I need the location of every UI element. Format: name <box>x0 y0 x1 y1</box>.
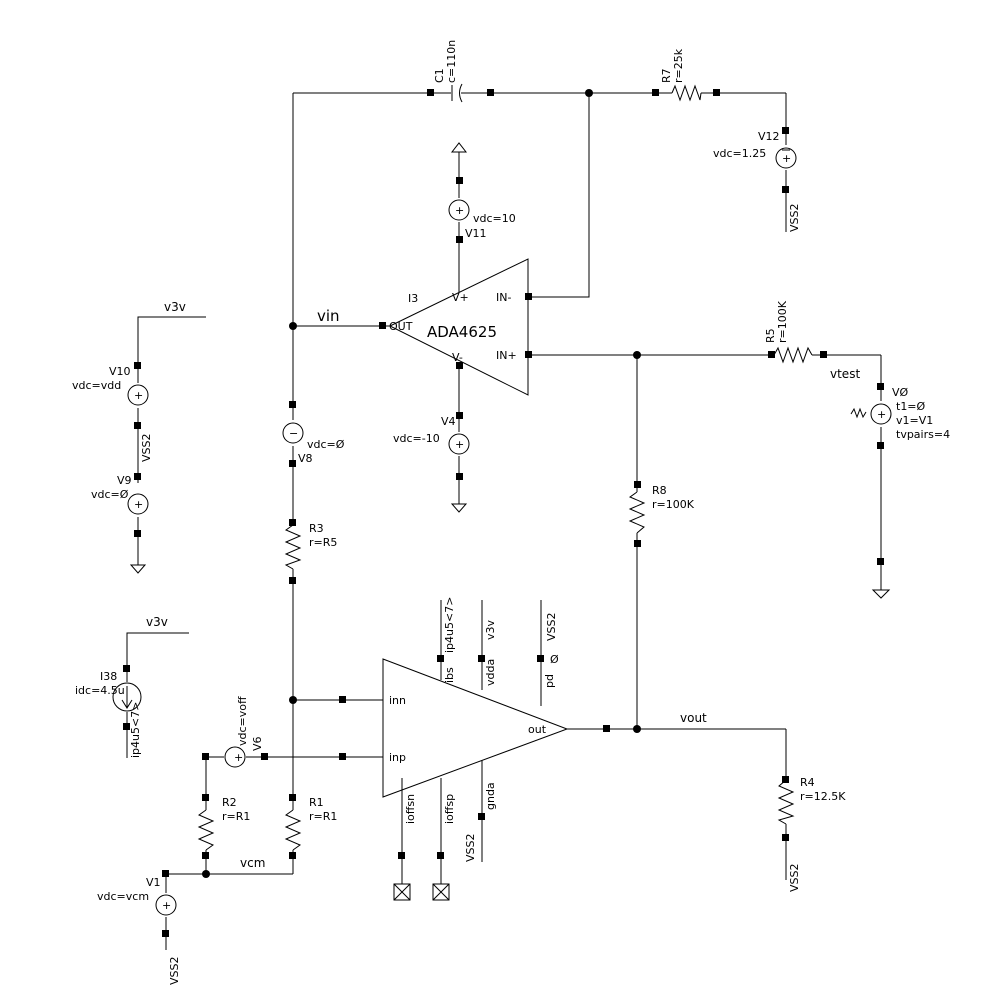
amp-ioffsp: ioffsp <box>443 794 456 824</box>
r3-name: R3 <box>309 522 324 535</box>
v12-name: V12 <box>758 130 780 143</box>
svg-text:+: + <box>134 498 143 511</box>
i38-name: I38 <box>100 670 117 683</box>
v1-vss: VSS2 <box>168 957 181 986</box>
r4-name: R4 <box>800 776 815 789</box>
r3-value: r=R5 <box>309 536 337 549</box>
svg-text:+: + <box>782 152 791 165</box>
amp-inn: inn <box>389 694 406 707</box>
net-vin: vin <box>317 307 340 325</box>
opamp-model: ADA4625 <box>427 323 497 341</box>
i38-net: ip4u5<7> <box>129 702 142 758</box>
r8-name: R8 <box>652 484 667 497</box>
opamp-inst: I3 <box>408 292 418 305</box>
r7-name: R7 <box>660 68 673 83</box>
opamp-inp: IN+ <box>496 349 517 362</box>
amp-ioffsn: ioffsn <box>404 794 417 824</box>
v10-vss: VSS2 <box>140 434 153 463</box>
symbols: + + + − + + + + + <box>112 83 892 916</box>
v0-p3: tvpairs=4 <box>896 428 950 441</box>
v12-value: vdc=1.25 <box>713 147 766 160</box>
amp-triangle <box>382 658 569 798</box>
v10-net: v3v <box>164 300 186 314</box>
v9-value: vdc=Ø <box>91 488 129 501</box>
junctions <box>202 89 641 878</box>
amp-vdda-net: v3v <box>484 619 497 640</box>
net-vout: vout <box>680 711 707 725</box>
r4-vss: VSS2 <box>788 864 801 893</box>
amp-inp: inp <box>389 751 406 764</box>
v10-value: vdc=vdd <box>72 379 121 392</box>
v0-p1: t1=Ø <box>896 400 926 413</box>
v4-value: vdc=-10 <box>393 432 440 445</box>
r1-name: R1 <box>309 796 324 809</box>
v11-name: V11 <box>465 227 487 240</box>
opamp-inm: IN- <box>496 291 511 304</box>
v8-name: V8 <box>298 452 313 465</box>
v11-value: vdc=10 <box>473 212 516 225</box>
v8-value: vdc=Ø <box>307 438 345 451</box>
net-vcm: vcm <box>240 856 265 870</box>
v6-value: vdc=voff <box>236 696 249 746</box>
r2-name: R2 <box>222 796 237 809</box>
v1-name: V1 <box>146 876 161 889</box>
r1-value: r=R1 <box>309 810 337 823</box>
svg-text:+: + <box>134 389 143 402</box>
amp-pd: pd <box>543 674 556 688</box>
i38-net-top: v3v <box>146 615 168 629</box>
r7-value: r=25k <box>672 48 685 83</box>
wires <box>126 92 882 950</box>
amp-pd-net: VSS2 <box>545 613 558 642</box>
opamp-vp: V+ <box>452 291 469 304</box>
opamp-triangle <box>388 258 529 396</box>
v0-p2: v1=V1 <box>896 414 933 427</box>
c1-name: C1 <box>433 68 446 83</box>
labels: C1 c=110n R7 r=25k V12 vdc=1.25 VSS2 vdc… <box>72 40 950 985</box>
svg-text:+: + <box>162 899 171 912</box>
svg-text:+: + <box>455 204 464 217</box>
amp-gnda: gnda <box>484 782 497 810</box>
v0-name: VØ <box>892 386 909 399</box>
amp-ibs: ibs <box>443 667 456 683</box>
opamp-out: OUT <box>389 320 413 333</box>
svg-text:+: + <box>877 408 886 421</box>
i38-value: idc=4.5u <box>75 684 125 697</box>
r5-value: r=100K <box>776 300 789 343</box>
v12-vss: VSS2 <box>788 204 801 233</box>
v10-name: V10 <box>109 365 131 378</box>
r2-value: r=R1 <box>222 810 250 823</box>
amp-pd-val: Ø <box>550 653 559 666</box>
net-vtest: vtest <box>830 367 860 381</box>
r5-name: R5 <box>764 328 777 343</box>
svg-text:+: + <box>234 751 243 764</box>
amp-vdda: vdda <box>484 659 497 686</box>
r4-value: r=12.5K <box>800 790 846 803</box>
amp-ibs-net: ip4u5<7> <box>443 597 456 653</box>
pins <box>123 89 884 937</box>
svg-text:+: + <box>455 438 464 451</box>
v4-name: V4 <box>441 415 456 428</box>
r8-value: r=100K <box>652 498 695 511</box>
opamp-vm: V- <box>452 351 463 364</box>
v9-name: V9 <box>117 474 132 487</box>
svg-text:−: − <box>289 427 298 440</box>
amp-out: out <box>528 723 547 736</box>
amp-gnda-net: VSS2 <box>464 834 477 863</box>
c1-value: c=110n <box>445 40 458 83</box>
v1-value: vdc=vcm <box>97 890 149 903</box>
v6-name: V6 <box>251 736 264 751</box>
